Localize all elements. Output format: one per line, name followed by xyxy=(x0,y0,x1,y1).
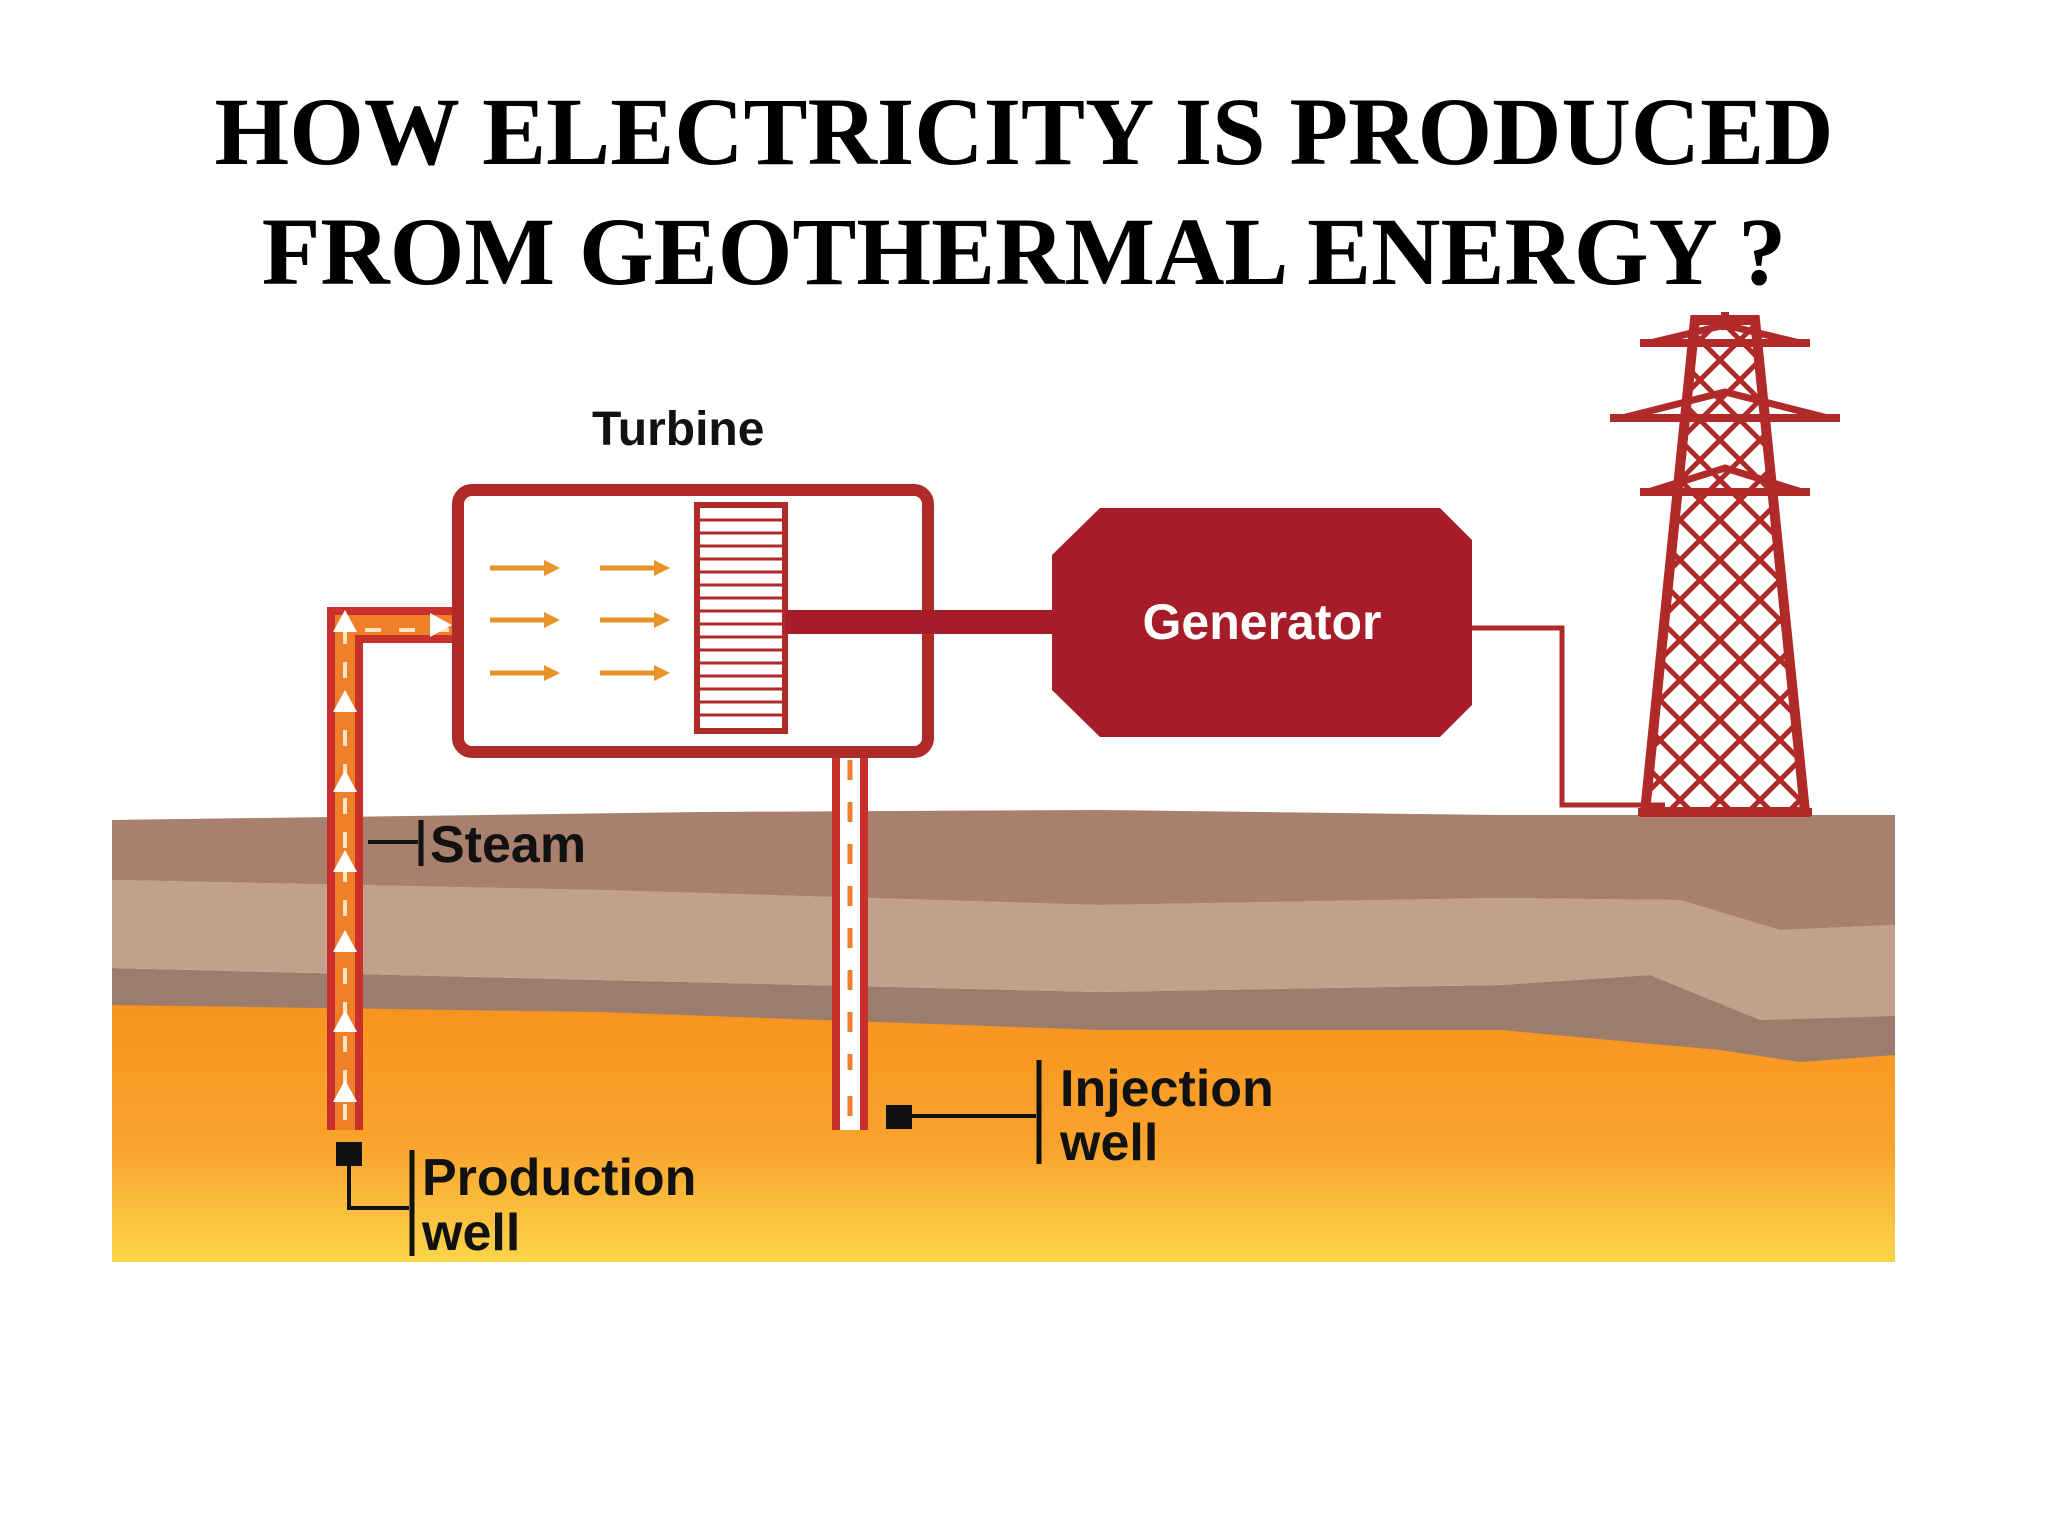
title-line-2: FROM GEOTHERMAL ENERGY ? xyxy=(261,198,1787,305)
turbine-blades xyxy=(694,502,788,734)
generator-body xyxy=(1052,508,1472,737)
transmission-tower-icon xyxy=(1610,312,1840,817)
steam-flow-arrows xyxy=(333,610,452,1102)
label-leaders xyxy=(336,820,1042,1256)
magma-layer xyxy=(112,1000,1895,1262)
rock-layer-top xyxy=(112,810,1895,930)
turbine-label: Turbine xyxy=(592,403,764,456)
ground-layers xyxy=(112,810,1895,1262)
steam-label: Steam xyxy=(430,816,586,874)
production-well-marker xyxy=(336,1142,362,1166)
production-well-pipe xyxy=(327,607,455,1130)
injection-well-label-line1: Injection xyxy=(1060,1060,1274,1118)
injection-well-label-line2: well xyxy=(1059,1114,1158,1172)
production-well-label-line2: well xyxy=(421,1204,520,1262)
power-line xyxy=(1472,625,1665,808)
title-line-1: HOW ELECTRICITY IS PRODUCED xyxy=(214,78,1834,185)
turbine-shaft xyxy=(785,610,1057,634)
slide-title: HOW ELECTRICITY IS PRODUCED FROM GEOTHER… xyxy=(0,72,2048,312)
turbine-steam-arrows xyxy=(490,560,670,681)
generator-label: Generator xyxy=(1143,594,1382,650)
injection-well-pipe xyxy=(832,680,868,1130)
production-well-label-line1: Production xyxy=(422,1149,696,1207)
rock-band-mid xyxy=(112,880,1895,1020)
generator xyxy=(1052,508,1472,737)
rock-band-dark xyxy=(112,968,1895,1062)
injection-well-marker xyxy=(886,1105,912,1129)
injection-flow-arrows xyxy=(840,990,860,1090)
